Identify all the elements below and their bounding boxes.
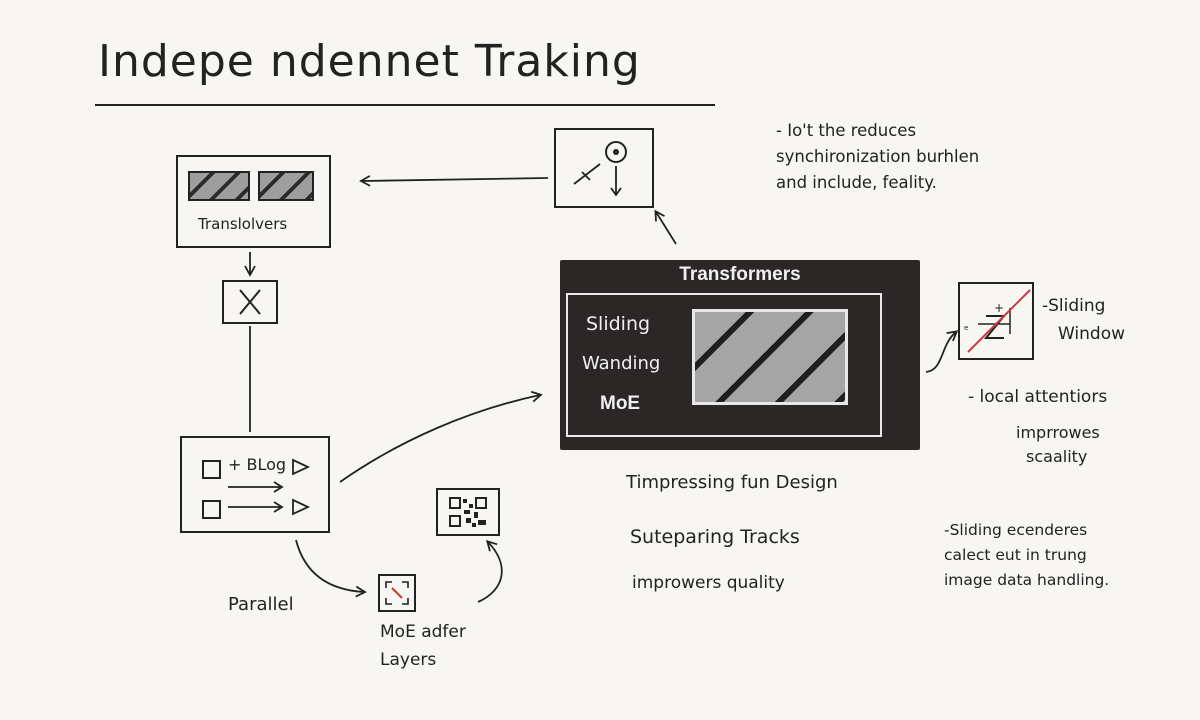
sync-note-line3: and include, feality. — [776, 173, 937, 192]
sliding-window-note: -Sliding Window — [1042, 292, 1125, 348]
diagram-title: Indepe ndennet Traking — [98, 36, 641, 87]
translolvers-label: Translolvers — [198, 215, 288, 233]
target-icon — [573, 141, 627, 197]
focus-icon — [385, 581, 409, 605]
arrow-moe-to-qr — [477, 539, 503, 603]
checkbox-icon — [202, 500, 221, 519]
image-data-line1: -Sliding ecenderes — [944, 521, 1088, 539]
svg-text:e: e — [964, 324, 968, 332]
image-data-line3: image data handling. — [944, 571, 1110, 589]
play-icon — [292, 458, 311, 476]
local-attention-line2: imprrowes — [1016, 423, 1100, 442]
play-icon — [292, 498, 311, 516]
sync-note-line1: - Io't the reduces — [776, 121, 917, 140]
sliding-window-icon: + e — [964, 289, 1031, 353]
moe-layers-line1: MoE adfer — [380, 622, 466, 642]
translolvers-box: Translolvers — [176, 155, 331, 248]
hatched-block-left — [188, 171, 250, 201]
design-note: Timpressing fun Design — [626, 472, 838, 493]
hatched-image-panel — [692, 309, 848, 405]
top-center-box — [554, 128, 654, 208]
transformers-item-moe: MoE — [600, 393, 641, 414]
sync-note-line2: synchironization burhlen — [776, 147, 980, 166]
moe-layers-line2: Layers — [380, 650, 437, 670]
transformers-item-wanding: Wanding — [582, 353, 661, 374]
local-attention-line1: - local attentiors — [968, 387, 1108, 407]
arrow-right-icon — [228, 481, 284, 493]
arrow-to-translolvers — [359, 175, 549, 187]
moe-layers-note: MoE adfer Layers — [380, 618, 466, 674]
title-underline — [95, 104, 715, 106]
blog-box: + BLog — [180, 436, 330, 533]
blog-label: + BLog — [228, 455, 287, 474]
image-data-note: -Sliding ecenderes calect eut in trung i… — [944, 518, 1109, 593]
local-attention-line3: scaality — [1026, 447, 1088, 466]
sliding-window-box: + e — [958, 282, 1034, 360]
arrow-to-sliding-icon — [925, 330, 959, 373]
hatched-block-right — [258, 171, 314, 201]
moe-icon-box — [378, 574, 416, 612]
qr-code-icon — [449, 497, 487, 527]
quality-note: improwers quality — [632, 573, 785, 593]
checkbox-icon — [202, 460, 221, 479]
tracks-note: Suteparing Tracks — [630, 526, 800, 548]
arrow-to-top-box — [654, 209, 677, 245]
transformers-header: Transformers — [679, 264, 801, 285]
image-data-line2: calect eut in trung — [944, 546, 1087, 564]
sync-note: - Io't the reduces synchironization burh… — [776, 118, 979, 196]
parallel-label: Parallel — [228, 594, 294, 615]
svg-text:+: + — [994, 301, 1004, 315]
qr-box — [436, 488, 500, 536]
sliding-window-line2: Window — [1058, 324, 1126, 344]
transformers-box: Transformers Sliding Wanding MoE — [560, 260, 920, 450]
x-box — [222, 280, 278, 324]
arrow-blog-to-transformers — [339, 390, 543, 483]
sliding-window-line1: -Sliding — [1042, 296, 1106, 316]
arrow-right-icon — [228, 501, 284, 513]
transformers-item-sliding: Sliding — [586, 313, 651, 335]
transformers-inner-panel: Sliding Wanding MoE — [566, 293, 882, 437]
arrow-blog-to-moe — [295, 539, 367, 598]
x-icon — [239, 289, 261, 315]
